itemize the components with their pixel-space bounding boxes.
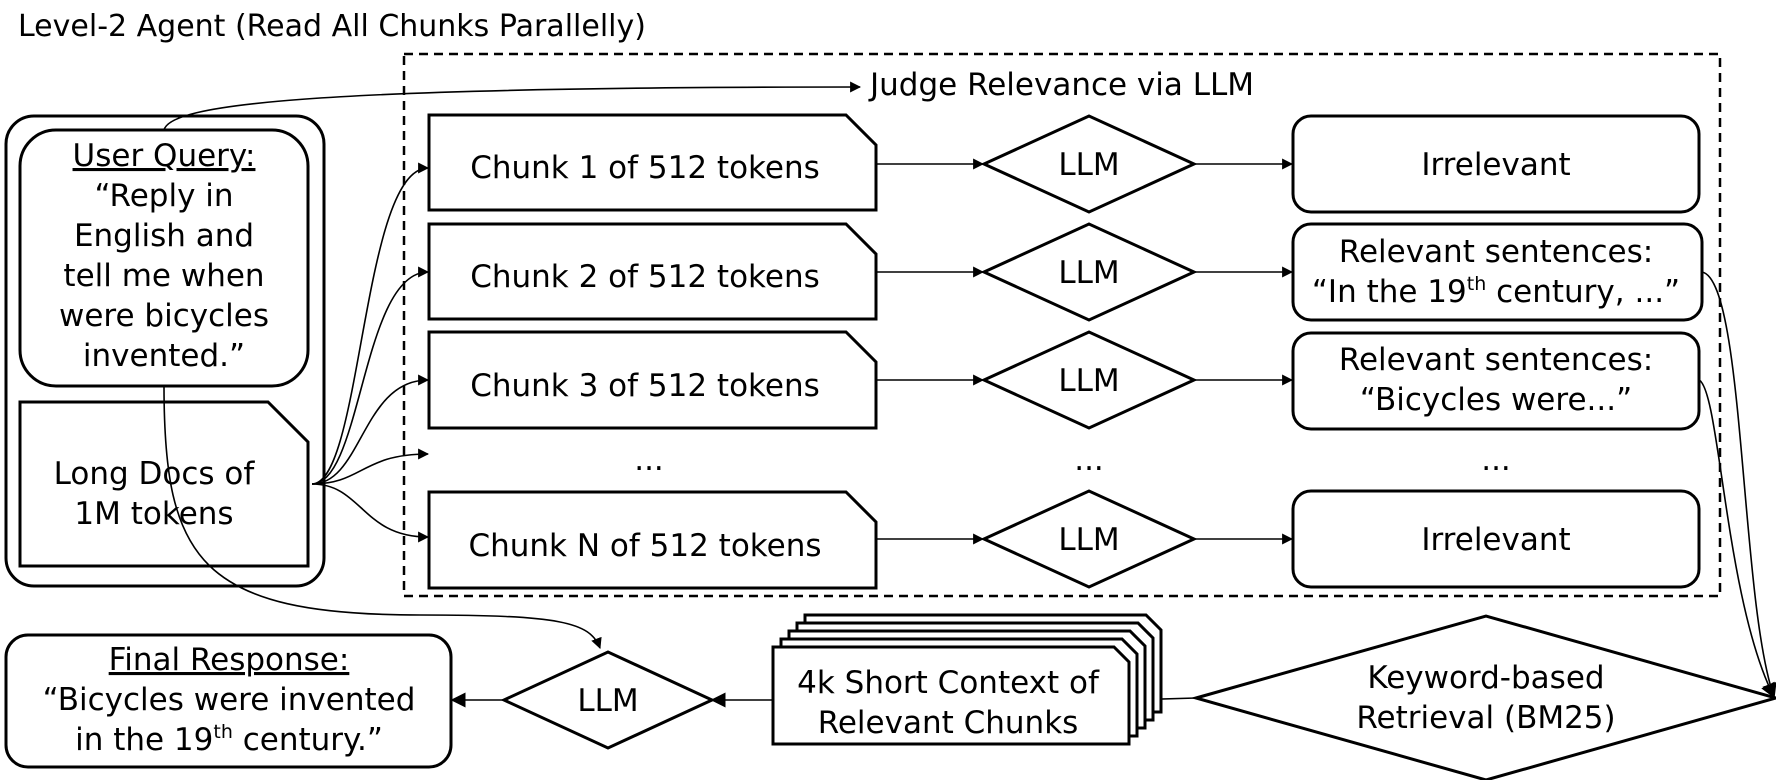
long-docs-line-2: 1M tokens	[74, 496, 233, 532]
user-query-line-2: English and	[74, 218, 254, 254]
chunk-2: Chunk 2 of 512 tokens	[427, 222, 878, 321]
retrieval-line-2: Retrieval (BM25)	[1356, 700, 1615, 736]
final-response-line-2-pre: in the 19	[75, 722, 213, 758]
chunk-2-label: Chunk 2 of 512 tokens	[470, 259, 820, 295]
retrieval-diamond	[1190, 614, 1776, 782]
result-n-box	[1291, 489, 1701, 589]
result-3-to-retrieval-arrow	[1698, 379, 1775, 699]
llm-ellipsis: ...	[1074, 442, 1104, 478]
chunk-n-box	[427, 490, 878, 590]
result-3: Relevant sentences: “Bicycles were...”	[1291, 331, 1701, 431]
chunk-3: Chunk 3 of 512 tokens	[427, 330, 878, 430]
user-query-line-4: were bicycles	[59, 298, 269, 334]
chunk-n-label: Chunk N of 512 tokens	[468, 528, 821, 564]
result-n: Irrelevant	[1291, 489, 1701, 589]
chunk-1-label: Chunk 1 of 512 tokens	[470, 150, 820, 186]
llm-judge-1: LLM	[980, 114, 1198, 214]
llm-judge-2-label: LLM	[1058, 255, 1119, 291]
fan-arrow-chunk-1	[311, 162, 430, 485]
llm-judge-n-label: LLM	[1058, 522, 1119, 558]
final-response-box	[4, 633, 453, 769]
user-query-heading: User Query:	[73, 138, 256, 174]
final-llm-label: LLM	[577, 683, 638, 719]
result-1-text: Irrelevant	[1421, 147, 1570, 183]
long-docs-box	[18, 400, 310, 568]
chunk-2-box	[427, 222, 878, 321]
result-3-line-2: “Bicycles were...”	[1360, 382, 1632, 418]
result-2-line-2-post: century, ...”	[1486, 274, 1680, 310]
user-query-line-3: tell me when	[63, 258, 264, 294]
result-2-line-2-sup: th	[1467, 273, 1487, 295]
result-2-to-retrieval-arrow	[1701, 271, 1776, 699]
result-3-box	[1291, 331, 1701, 431]
llm-judge-n: LLM	[980, 489, 1198, 589]
chunk-3-label: Chunk 3 of 512 tokens	[470, 368, 820, 404]
result-2-line-1: Relevant sentences:	[1339, 234, 1653, 270]
input-container	[4, 114, 326, 588]
llm-judge-3: LLM	[980, 330, 1198, 430]
chunk-1-box	[427, 113, 878, 212]
result-2-line-2: “In the 19th century, ...”	[1312, 273, 1680, 310]
result-1-box	[1291, 114, 1701, 214]
result-1: Irrelevant	[1291, 114, 1701, 214]
final-response-heading: Final Response:	[109, 642, 350, 678]
result-2-line-2-pre: “In the 19	[1312, 274, 1467, 310]
final-response-line-2-sup: th	[213, 721, 233, 743]
final-response-line-2: in the 19th century.”	[75, 721, 383, 758]
user-query-line-1: “Reply in	[94, 178, 233, 214]
fan-arrow-chunk-2	[311, 266, 430, 485]
query-to-judge-arrow	[163, 81, 862, 131]
long-docs-line-1: Long Docs of	[54, 456, 256, 492]
fan-arrow-chunk-n	[311, 483, 430, 543]
retrieval: Keyword-based Retrieval (BM25)	[1190, 614, 1776, 782]
llm-judge-2: LLM	[980, 222, 1198, 322]
fan-arrow-chunk-ellipsis	[311, 448, 430, 485]
short-context-line-1: 4k Short Context of	[797, 665, 1100, 701]
user-query-line-5: invented.”	[83, 338, 245, 374]
final-llm-diamond	[500, 650, 716, 750]
result-2: Relevant sentences: “In the 19th century…	[1291, 222, 1704, 322]
judge-label: Judge Relevance via LLM	[868, 67, 1254, 103]
short-context-line-2: Relevant Chunks	[818, 705, 1079, 741]
llm-judge-1-label: LLM	[1058, 147, 1119, 183]
short-context-layer-1	[771, 645, 1131, 746]
final-response-line-1: “Bicycles were invented	[43, 682, 416, 718]
query-to-final-llm-arrow	[163, 385, 602, 650]
chunk-ellipsis: ...	[634, 442, 664, 478]
chunk-3-box	[427, 330, 878, 430]
result-n-text: Irrelevant	[1421, 522, 1570, 558]
final-llm: LLM	[500, 650, 716, 750]
short-context-stack: 4k Short Context of Relevant Chunks	[771, 613, 1163, 746]
diagram-title: Level-2 Agent (Read All Chunks Parallell…	[18, 9, 646, 44]
llm-judge-3-label: LLM	[1058, 363, 1119, 399]
fan-arrow-chunk-3	[311, 374, 430, 485]
final-response-line-2-post: century.”	[233, 722, 383, 758]
chunk-1: Chunk 1 of 512 tokens	[427, 113, 878, 212]
final-response: Final Response: “Bicycles were invented …	[4, 633, 453, 769]
chunk-n: Chunk N of 512 tokens	[427, 490, 878, 590]
result-ellipsis: ...	[1481, 442, 1511, 478]
result-3-line-1: Relevant sentences:	[1339, 342, 1653, 378]
retrieval-line-1: Keyword-based	[1367, 660, 1604, 696]
